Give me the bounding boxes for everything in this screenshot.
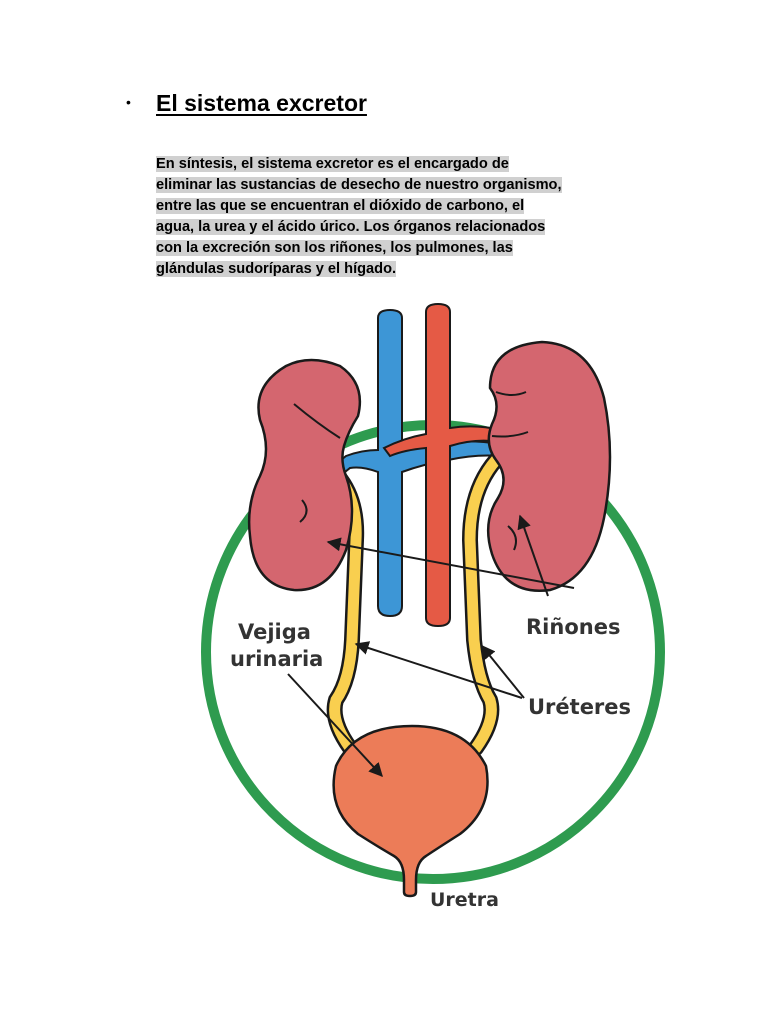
- right-kidney-detail: [491, 391, 529, 551]
- highlighted-text: eliminar las sustancias de desecho de nu…: [156, 177, 562, 193]
- label-urethra: Uretra: [430, 889, 499, 911]
- arrow-kidney-left: [326, 537, 575, 589]
- label-ureters: Uréteres: [528, 695, 631, 719]
- summary-paragraph: En síntesis, el sistema excretor es el e…: [156, 154, 656, 280]
- paragraph-line: agua, la urea y el ácido úrico. Los órga…: [156, 217, 546, 238]
- label-arrows: [287, 514, 575, 778]
- right-ureter-fill: [464, 454, 502, 754]
- aorta: [382, 302, 501, 628]
- arrow-ureter-left: [354, 641, 523, 699]
- highlighted-text: agua, la urea y el ácido úrico: [156, 219, 356, 235]
- paragraph-line: eliminar las sustancias de desecho de nu…: [156, 175, 562, 196]
- label-bladder-line2: urinaria: [230, 647, 323, 671]
- arrow-ureter-right: [481, 644, 525, 699]
- page-title: El sistema excretor: [156, 90, 367, 116]
- highlighted-text: En síntesis, el sistema excretor es el e…: [156, 156, 509, 172]
- highlighted-text: entre las que se encuentran el dióxido d…: [156, 198, 525, 214]
- list-bullet: •: [126, 94, 131, 110]
- paragraph-line: glándulas sudoríparas y el hígado.: [156, 259, 397, 280]
- left-kidney: [247, 358, 362, 592]
- arrow-kidney-right: [517, 514, 549, 597]
- blood-vessels: [334, 302, 501, 628]
- highlighted-text: con la excreción son los riñones, los pu…: [156, 240, 513, 256]
- label-kidneys: Riñones: [526, 615, 620, 639]
- highlighted-text: glándulas sudoríparas y el hígado.: [156, 261, 397, 277]
- paragraph-line: En síntesis, el sistema excretor es el e…: [156, 154, 509, 175]
- label-bladder-line1: Vejiga: [238, 620, 311, 644]
- paragraph-line: con la excreción son los riñones, los pu…: [156, 238, 513, 259]
- excretory-system-diagram: Vejiga urinaria Riñones Uréteres Uretra: [201, 302, 665, 911]
- arrow-bladder: [287, 673, 383, 778]
- right-kidney: [486, 340, 612, 592]
- paragraph-line: entre las que se encuentran el dióxido d…: [156, 196, 525, 217]
- left-kidney-detail: [293, 403, 341, 523]
- highlighted-text-continuation: . Los órganos relacionados: [355, 219, 546, 235]
